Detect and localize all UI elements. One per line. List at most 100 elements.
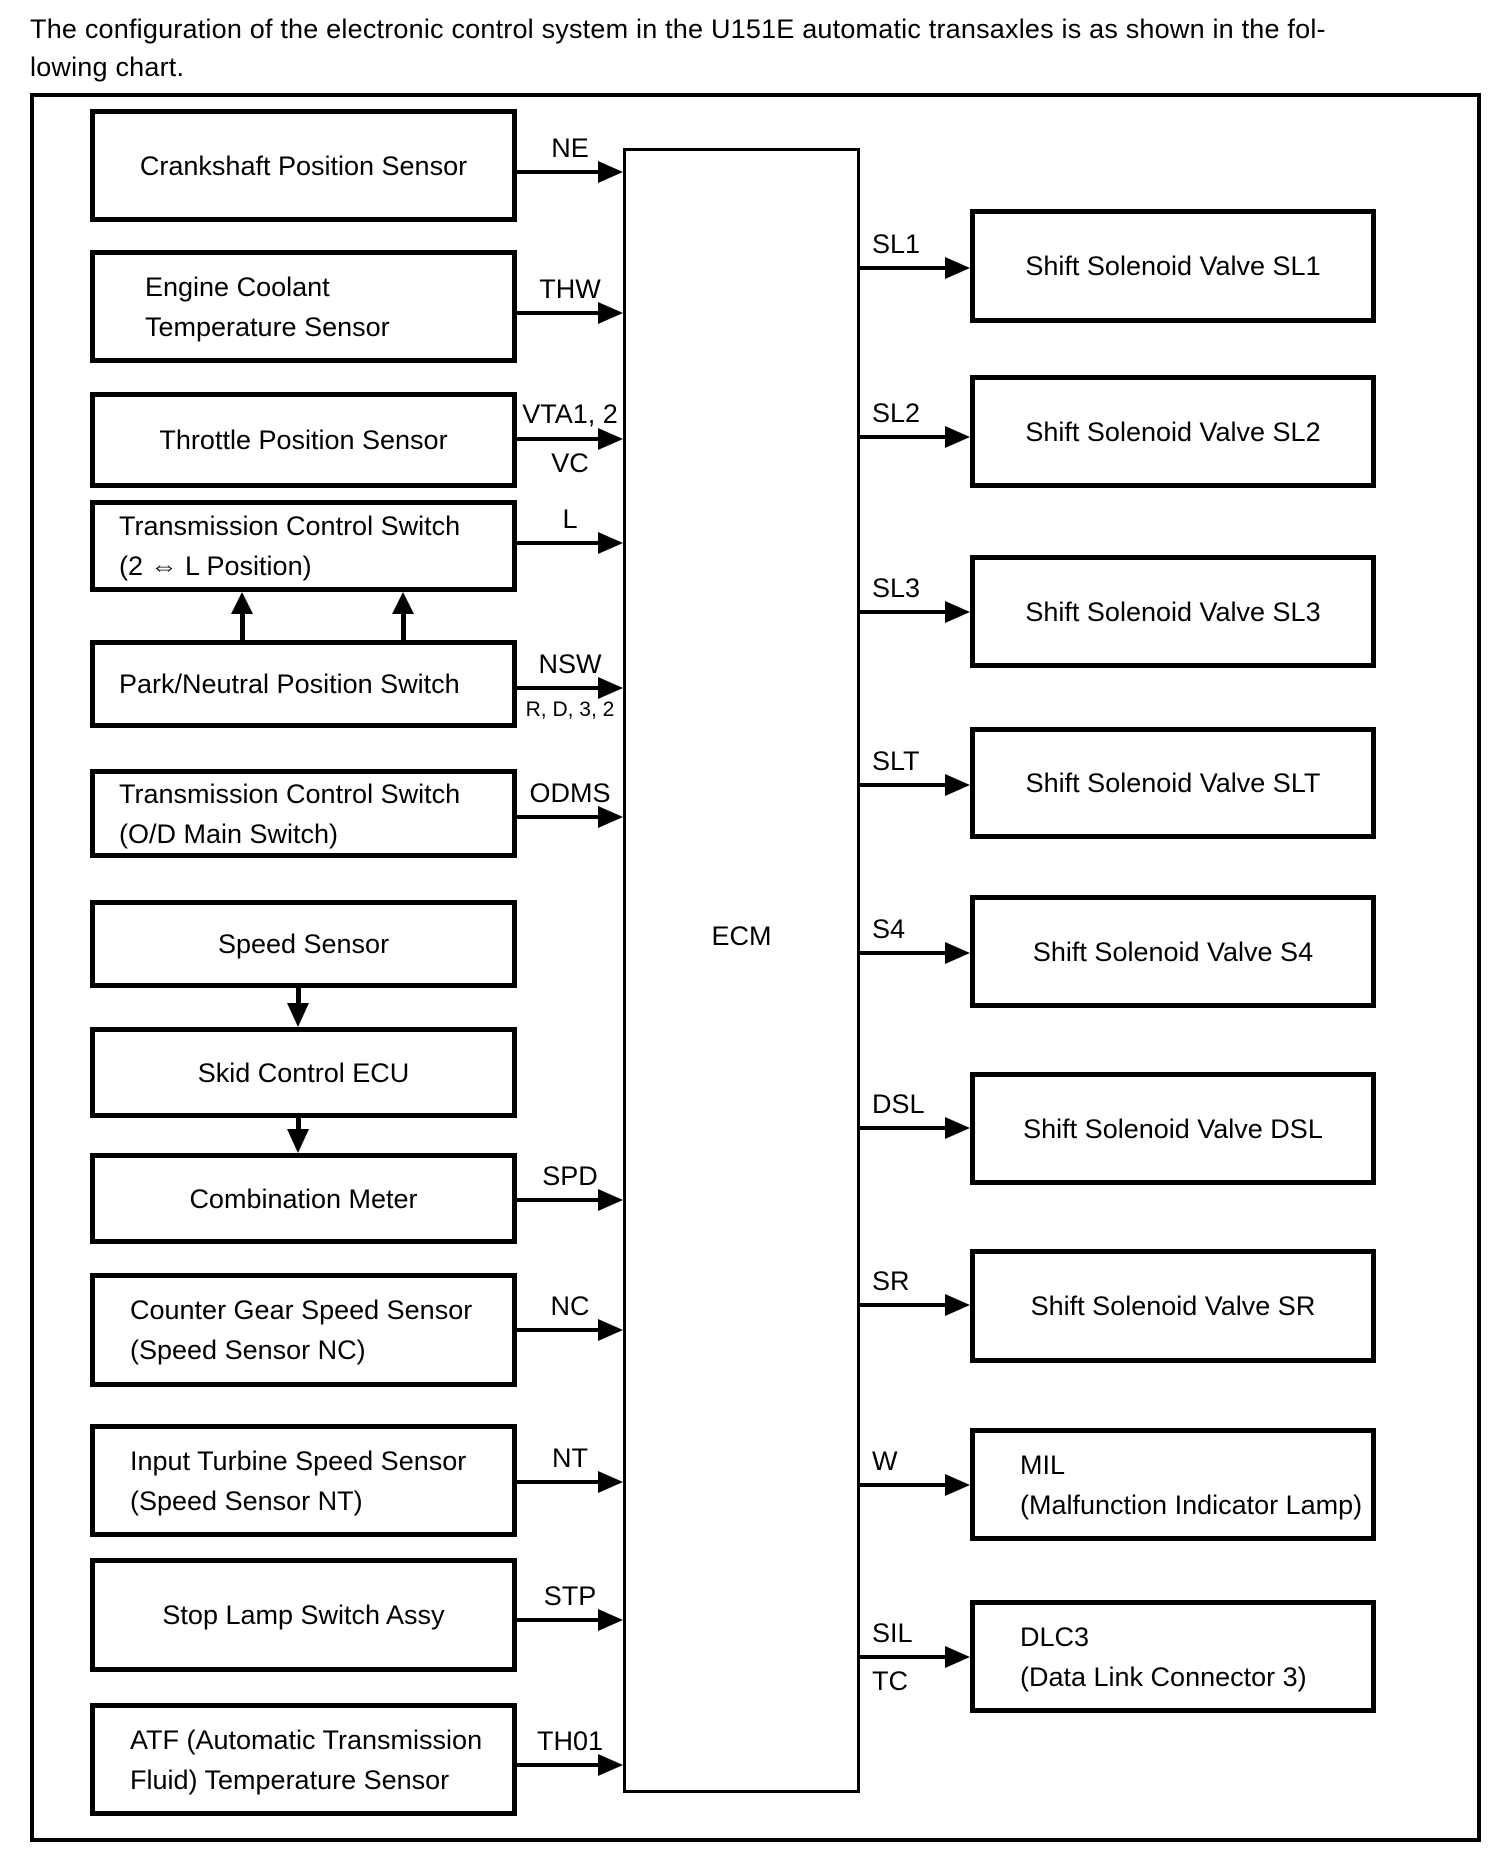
pn-up-arrow-line-1	[240, 612, 245, 640]
input-box-atf-temperature-sensor: ATF (Automatic Transmission Fluid) Tempe…	[90, 1703, 517, 1816]
output-box-shift-solenoid-valve-sl3: Shift Solenoid Valve SL3	[970, 555, 1376, 668]
output-box-shift-solenoid-valve-slt: Shift Solenoid Valve SLT	[970, 727, 1376, 839]
vta-arrowhead-icon	[598, 428, 623, 450]
signal-label-spd: SPD	[542, 1161, 598, 1191]
output-box-label: Shift Solenoid Valve S4	[1032, 936, 1314, 967]
input-box-stop-lamp-switch-assy: Stop Lamp Switch Assy	[90, 1558, 517, 1672]
stp-arrow-line	[517, 1618, 602, 1622]
pn-up-arrow-line-2	[401, 612, 406, 640]
slt-arrow-line	[860, 783, 948, 787]
sl2-arrow-line	[860, 435, 948, 439]
pn-up-arrowhead-2-icon	[392, 592, 414, 614]
input-box-counter-gear-speed-sensor: Counter Gear Speed Sensor (Speed Sensor …	[90, 1273, 517, 1387]
input-box-throttle-position-sensor: Throttle Position Sensor	[90, 392, 517, 488]
sr-arrowhead-icon	[945, 1294, 970, 1316]
input-box-transmission-control-switch-od: Transmission Control Switch (O/D Main Sw…	[90, 769, 517, 858]
output-box-label: MIL (Malfunction Indicator Lamp)	[1020, 1449, 1363, 1520]
sl1-arrowhead-icon	[945, 257, 970, 279]
input-box-label: Input Turbine Speed Sensor (Speed Sensor…	[130, 1445, 467, 1516]
input-box-label: Skid Control ECU	[197, 1057, 410, 1088]
signal-label-sil: SIL	[872, 1618, 913, 1648]
pn-up-arrowhead-1-icon	[231, 592, 253, 614]
signal-label-sl2: SL2	[872, 398, 921, 428]
signal-label-nsw: NSW	[538, 649, 602, 679]
th01-arrow-line	[517, 1763, 602, 1767]
input-box-label: Transmission Control Switch (2 ⇔ L Posit…	[119, 511, 461, 581]
slt-arrowhead-icon	[945, 774, 970, 796]
signal-label-nc: NC	[550, 1291, 590, 1321]
sil-arrowhead-icon	[945, 1646, 970, 1668]
input-box-combination-meter: Combination Meter	[90, 1153, 517, 1244]
output-box-label: Shift Solenoid Valve SL3	[1025, 596, 1321, 627]
odms-arrow-line	[517, 815, 602, 819]
input-box-label: Park/Neutral Position Switch	[119, 669, 460, 699]
diagram-border	[30, 93, 1481, 1842]
stp-arrowhead-icon	[598, 1609, 623, 1631]
signal-label-dsl: DSL	[872, 1089, 925, 1119]
input-box-speed-sensor: Speed Sensor	[90, 900, 517, 988]
s4-arrow-line	[860, 951, 948, 955]
output-box-label: Shift Solenoid Valve SL2	[1025, 416, 1321, 447]
odms-arrowhead-icon	[598, 806, 623, 828]
signal-label-l: L	[562, 504, 578, 534]
output-box-shift-solenoid-valve-s4: Shift Solenoid Valve S4	[970, 895, 1376, 1008]
sl1-arrow-line	[860, 266, 948, 270]
input-box-label: ATF (Automatic Transmission Fluid) Tempe…	[130, 1724, 483, 1795]
output-box-dlc3: DLC3 (Data Link Connector 3)	[970, 1600, 1376, 1713]
ne-arrow-line	[517, 170, 602, 174]
thw-arrowhead-icon	[598, 302, 623, 324]
w-arrow-line	[860, 1483, 948, 1487]
output-box-label: Shift Solenoid Valve DSL	[1023, 1113, 1323, 1144]
thw-arrow-line	[517, 311, 602, 315]
l-arrowhead-icon	[598, 532, 623, 554]
input-box-label: Transmission Control Switch (O/D Main Sw…	[119, 778, 461, 849]
signal-label-sl3: SL3	[872, 573, 921, 603]
input-box-input-turbine-speed-sensor: Input Turbine Speed Sensor (Speed Sensor…	[90, 1424, 517, 1537]
sr-arrow-line	[860, 1303, 948, 1307]
output-box-label: Shift Solenoid Valve SL1	[1025, 251, 1321, 281]
signal-label-th01: TH01	[536, 1726, 604, 1756]
page-title: The configuration of the electronic cont…	[30, 14, 1326, 82]
signal-label-w: W	[872, 1446, 898, 1476]
input-box-engine-coolant-temperature-sensor: Engine Coolant Temperature Sensor	[90, 250, 517, 363]
nt-arrow-line	[517, 1480, 602, 1484]
signal-label-vc: VC	[551, 448, 589, 478]
input-box-label: Stop Lamp Switch Assy	[162, 1600, 445, 1630]
l-arrow-line	[517, 541, 602, 545]
output-box-mil: MIL (Malfunction Indicator Lamp)	[970, 1428, 1376, 1541]
sl3-arrowhead-icon	[945, 601, 970, 623]
signal-label-slt: SLT	[872, 746, 920, 776]
speed-to-skid-arrow-line	[296, 988, 301, 1006]
signal-label-sr: SR	[872, 1266, 910, 1296]
spd-arrowhead-icon	[598, 1189, 623, 1211]
ecm-label: ECM	[711, 921, 772, 951]
vta-arrow-line	[517, 437, 602, 441]
output-box-label: Shift Solenoid Valve SLT	[1025, 768, 1321, 798]
signal-label-stp: STP	[543, 1581, 597, 1611]
nsw-arrow-line	[517, 686, 602, 690]
input-box-park-neutral-position-switch: Park/Neutral Position Switch	[90, 640, 517, 728]
input-box-label: Combination Meter	[189, 1183, 418, 1214]
input-box-label: Speed Sensor	[217, 929, 390, 959]
output-box-shift-solenoid-valve-sr: Shift Solenoid Valve SR	[970, 1249, 1376, 1363]
skid-to-meter-arrowhead-icon	[287, 1129, 309, 1153]
sil-arrow-line	[860, 1655, 948, 1659]
spd-arrow-line	[517, 1198, 602, 1202]
signal-label-tc: TC	[872, 1666, 908, 1696]
signal-label-sl1: SL1	[872, 229, 921, 259]
sl3-arrow-line	[860, 610, 948, 614]
output-box-label: Shift Solenoid Valve SR	[1030, 1291, 1316, 1321]
nsw-arrowhead-icon	[598, 677, 623, 699]
output-box-shift-solenoid-valve-sl1: Shift Solenoid Valve SL1	[970, 209, 1376, 323]
input-box-label: Engine Coolant Temperature Sensor	[145, 271, 390, 342]
th01-arrowhead-icon	[598, 1754, 623, 1776]
input-box-label: Throttle Position Sensor	[159, 425, 448, 455]
skid-to-meter-arrow-line	[296, 1118, 301, 1132]
signal-label-thw: THW	[539, 274, 601, 304]
output-box-shift-solenoid-valve-sl2: Shift Solenoid Valve SL2	[970, 375, 1376, 488]
input-box-skid-control-ecu: Skid Control ECU	[90, 1027, 517, 1118]
w-arrowhead-icon	[945, 1474, 970, 1496]
signal-label-s4: S4	[872, 914, 906, 944]
signal-label-nt: NT	[552, 1443, 588, 1473]
